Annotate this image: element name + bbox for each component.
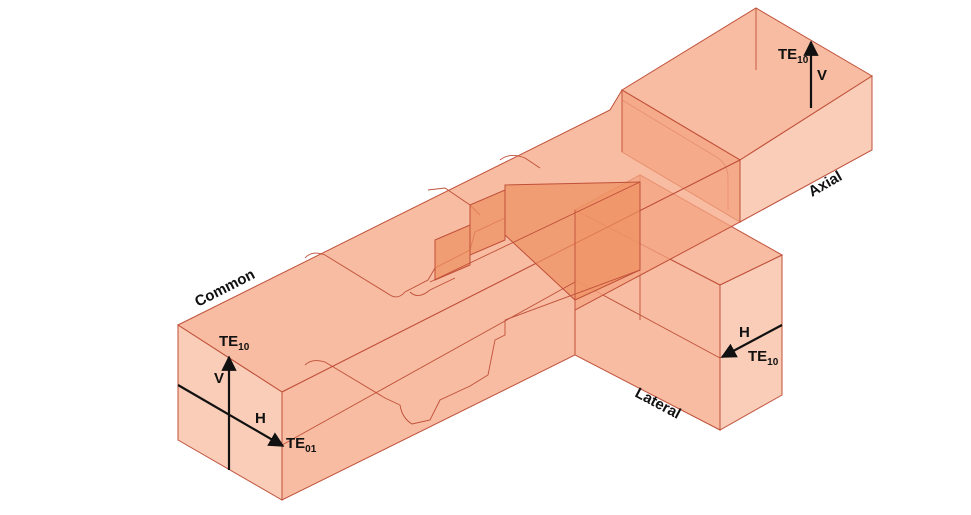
axial-mode-label: TE10	[778, 46, 809, 66]
lateral-h-arrow	[720, 324, 783, 358]
lateral-mode-label: TE10	[748, 348, 779, 368]
common-mode-h-label: TE01	[286, 435, 317, 455]
common-h-arrow	[177, 384, 285, 447]
lateral-pol-label: H	[739, 324, 750, 341]
waveguide-body	[176, 7, 873, 501]
axial-pol-label: V	[817, 67, 827, 84]
common-mode-v-label: TE10	[219, 333, 250, 353]
common-pol-h-label: H	[255, 410, 266, 427]
common-port-arrows	[177, 355, 285, 470]
common-pol-v-label: V	[214, 370, 224, 387]
main-body	[176, 89, 742, 501]
